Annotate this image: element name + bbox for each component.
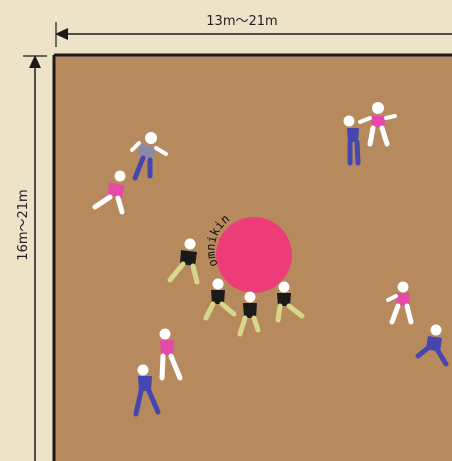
height-label: 16m〜21m	[16, 189, 31, 260]
ball-circle	[216, 217, 292, 293]
width-label: 13m〜21m	[206, 14, 277, 29]
